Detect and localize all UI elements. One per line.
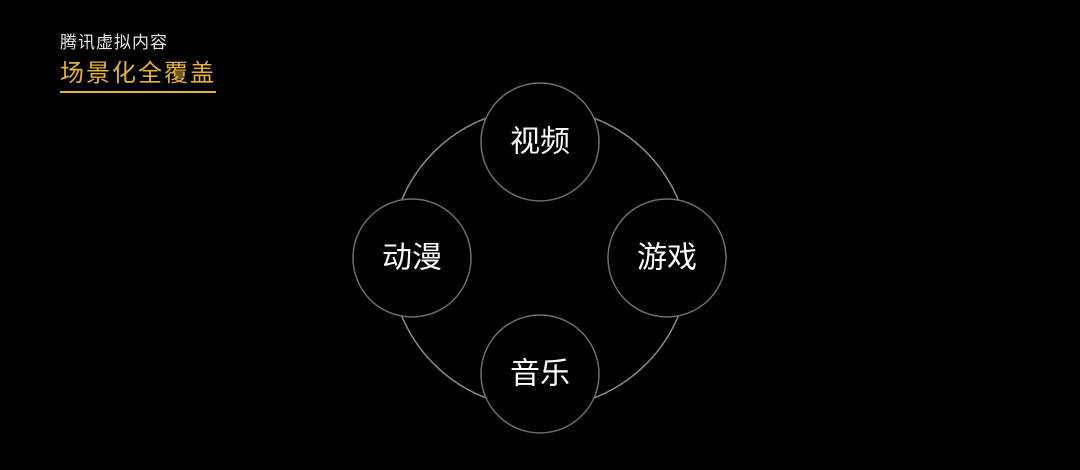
node-games-circle [607,198,727,318]
node-video-label: 视频 [510,125,570,160]
node-anime-label: 动漫 [382,241,442,276]
node-video: 视频 [480,82,600,202]
node-games: 游戏 [607,198,727,318]
page-subtitle: 腾讯虚拟内容 [60,33,168,53]
node-music-label: 音乐 [510,357,570,392]
node-games-label: 游戏 [637,241,697,276]
node-music-circle [480,314,600,434]
node-anime: 动漫 [352,198,472,318]
header: 腾讯虚拟内容 场景化全覆盖 [60,32,216,93]
node-anime-circle [352,198,472,318]
node-music: 音乐 [480,314,600,434]
node-video-circle [480,82,600,202]
page-title: 场景化全覆盖 [60,56,216,93]
